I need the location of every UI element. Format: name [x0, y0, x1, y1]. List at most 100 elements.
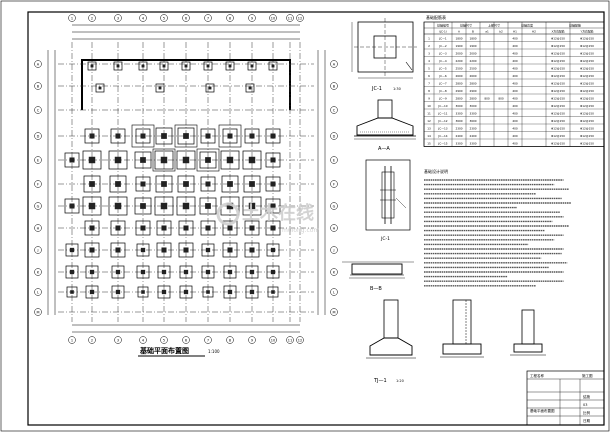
row-axis-bubble — [34, 246, 42, 254]
table-cell: 2300 — [455, 127, 462, 131]
isolated-footing — [155, 175, 173, 193]
table-cell: Φ12@150 — [551, 134, 565, 138]
table-cell: 2800 — [469, 97, 476, 101]
table-cell: JC—12 — [437, 119, 447, 123]
isolated-footing — [110, 128, 126, 144]
row-axis-label-right: C — [333, 109, 336, 113]
col-axis-label-bottom: 2 — [91, 339, 93, 343]
table-cell: 7 — [428, 82, 430, 86]
col-axis-bubble-bottom — [114, 336, 122, 344]
table-cell: Φ12@150 — [551, 82, 565, 86]
col-axis-label-bottom: 10 — [271, 339, 275, 343]
design-notes: 基础设计说明 — [424, 168, 571, 287]
watermark-text: 土木在线 — [242, 202, 314, 224]
row-axis-label-right: G — [333, 205, 336, 209]
table-cell: 2400 — [455, 134, 462, 138]
table-subheader: a1 — [485, 30, 489, 34]
isolated-footing — [85, 285, 99, 299]
table-cell: Φ12@150 — [580, 134, 594, 138]
isolated-footing — [134, 197, 152, 215]
isolated-footing — [220, 150, 240, 170]
isolated-footing — [247, 61, 257, 71]
table-cell: Φ12@150 — [551, 59, 565, 63]
table-subheader: X方向配筋 — [551, 30, 564, 34]
section-aa-label: A—A — [378, 146, 390, 152]
table-cell: 10 — [427, 104, 431, 108]
col-axis-label-bottom: 3 — [117, 339, 119, 343]
col-axis-bubble-bottom — [182, 336, 190, 344]
tb-project: 工程名称 — [530, 373, 544, 378]
col-axis-bubble-bottom — [160, 336, 168, 344]
col-axis-bubble-bottom — [269, 336, 277, 344]
row-axis-bubble-right — [330, 132, 338, 140]
table-cell: 14 — [427, 134, 431, 138]
row-axis-bubble — [34, 268, 42, 276]
isolated-footing — [154, 150, 174, 170]
detail-wall-section-2 — [510, 309, 546, 356]
table-cell: JC—3 — [438, 52, 447, 56]
isolated-footing — [203, 61, 213, 71]
isolated-footing — [223, 285, 237, 299]
isolated-footing — [82, 196, 102, 216]
table-cell: 8 — [428, 89, 430, 93]
table-subheader: b2 — [499, 30, 503, 34]
table-cell: Φ12@150 — [551, 127, 565, 131]
row-axis-bubble — [34, 180, 42, 188]
col-axis-label: 8 — [229, 17, 231, 21]
combined-footing — [196, 148, 220, 172]
isolated-footing — [111, 265, 125, 279]
jc1-scale: 1:30 — [393, 87, 401, 91]
col-axis-label-bottom: 5 — [163, 339, 165, 343]
table-cell: 2900 — [455, 89, 462, 93]
isolated-footing — [268, 61, 278, 71]
plan-title: 基础平面布置图 — [139, 346, 189, 355]
detail-jc1-plan: JC-1 1:30 — [351, 18, 417, 92]
isolated-footing — [179, 285, 193, 299]
isolated-footing — [156, 242, 172, 258]
col-axis-bubble-bottom — [204, 336, 212, 344]
section-bb: B—B — [342, 261, 414, 292]
table-cell: 400 — [512, 134, 518, 138]
col-axis-bubble-bottom — [226, 336, 234, 344]
table-cell: 3300 — [469, 112, 476, 116]
col-axis-label: 10 — [271, 17, 275, 21]
isolated-footing — [221, 175, 239, 193]
table-cell: Φ12@150 — [580, 142, 594, 146]
table-cell: 3300 — [455, 112, 462, 116]
isolated-footing — [178, 220, 194, 236]
table-cell: 2200 — [455, 59, 462, 63]
tj1-scale: 1:20 — [396, 379, 404, 383]
table-cell: 3000 — [455, 104, 462, 108]
isolated-footing — [135, 176, 151, 192]
isolated-footing — [155, 83, 165, 93]
row-axis-bubble — [34, 106, 42, 114]
row-axis-bubble — [34, 224, 42, 232]
table-subheader: (JC-1) — [439, 30, 447, 34]
row-axis-bubble-right — [330, 246, 338, 254]
isolated-footing — [242, 196, 262, 216]
row-axis-label: E — [37, 159, 39, 163]
row-axis-label-right: F — [333, 183, 335, 187]
isolated-footing — [244, 242, 260, 258]
table-cell: 400 — [512, 112, 518, 116]
table-cell: 400 — [512, 104, 518, 108]
table-cell: 2500 — [469, 67, 476, 71]
footings — [64, 61, 281, 299]
col-axis-bubble — [160, 14, 168, 22]
table-cell: JC—11 — [437, 112, 447, 116]
isolated-footing — [83, 175, 101, 193]
combined-footing — [218, 124, 242, 148]
row-axis-bubble-right — [330, 156, 338, 164]
plan-scale: 1:100 — [208, 349, 220, 354]
row-axis-bubble-right — [330, 288, 338, 296]
combined-footing — [174, 124, 198, 148]
inner-frame — [27, 11, 605, 426]
tb-cell-4: 日期 — [583, 418, 591, 423]
isolated-footing — [64, 198, 80, 214]
table-cell: 2500 — [455, 67, 462, 71]
row-axis-bubble — [34, 308, 42, 316]
tb-cell-1: 结施 — [583, 394, 591, 399]
